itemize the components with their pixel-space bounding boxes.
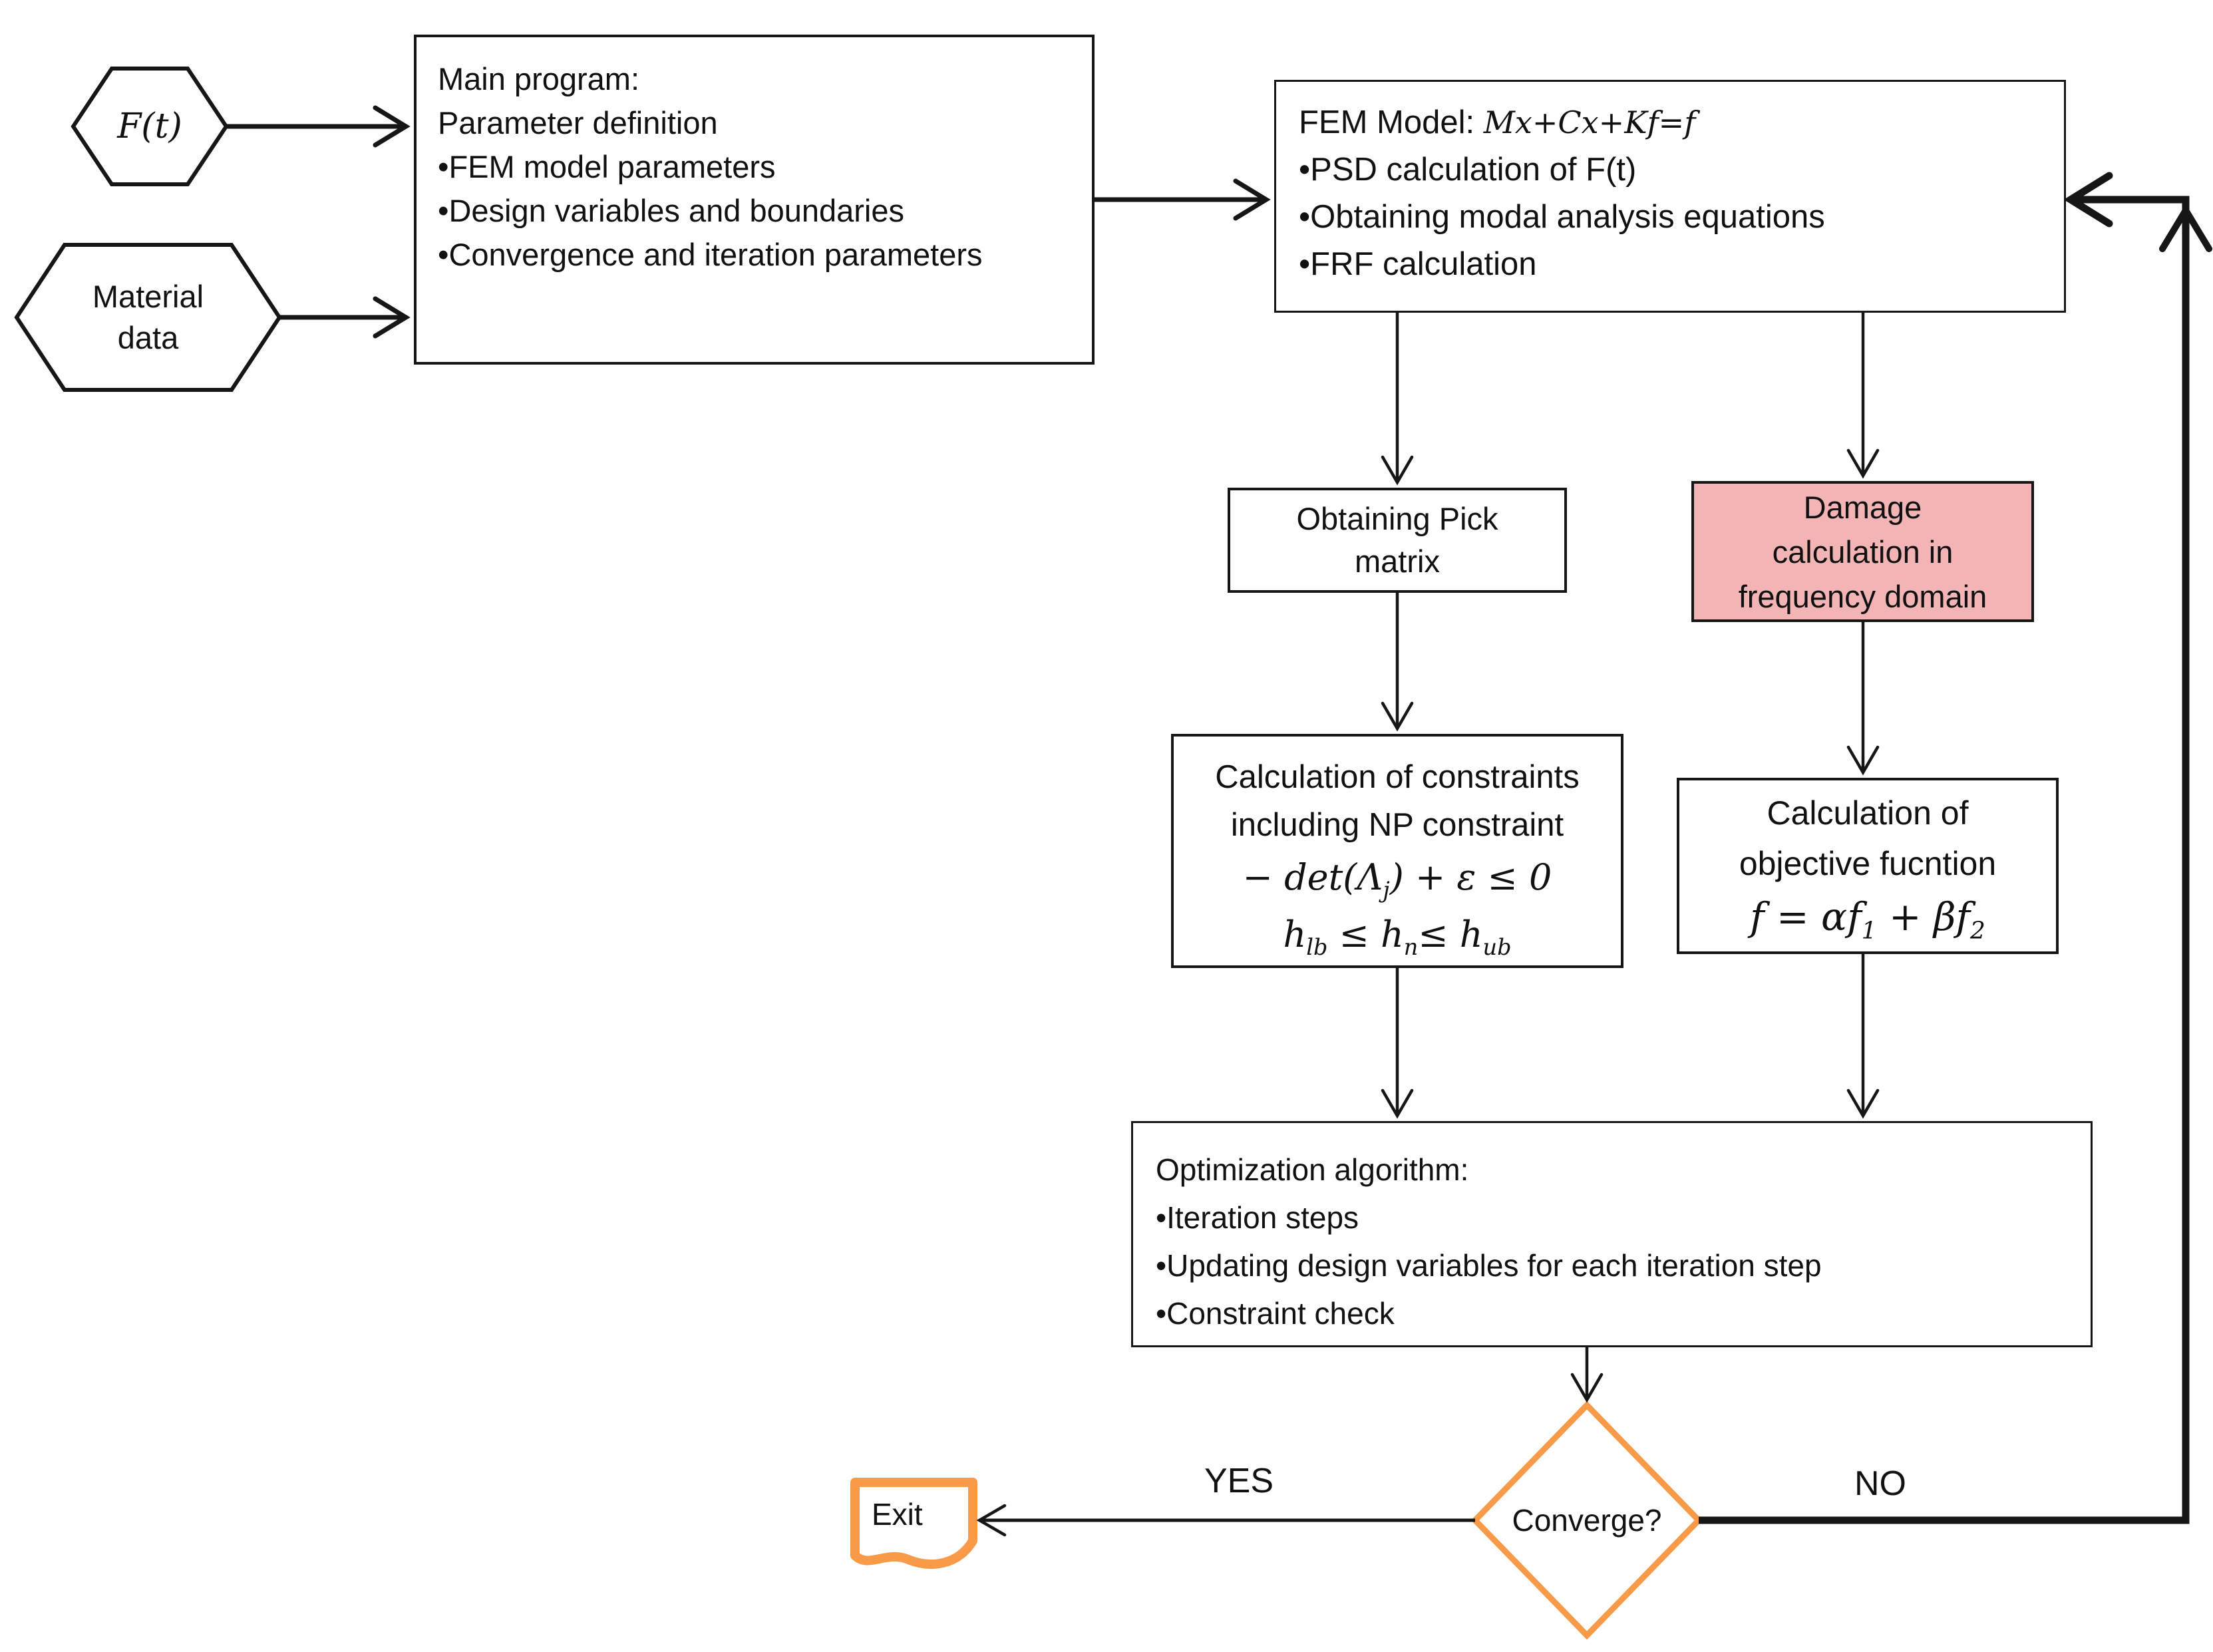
fem-model-title: FEM Model: Mx+Cx+Kf=f xyxy=(1299,99,2055,146)
formula-text: h xyxy=(1283,913,1307,955)
formula-subscript: 1 xyxy=(1861,917,1877,945)
converge-diamond xyxy=(1470,1401,1703,1640)
formula-subscript: 2 xyxy=(1970,917,1985,945)
formula-subscript: lb xyxy=(1306,933,1328,960)
formula-text: − det(Λ xyxy=(1242,856,1383,898)
fem-model-bullet: •FRF calculation xyxy=(1299,246,1537,282)
exit-shape xyxy=(850,1478,977,1569)
feedback-rail-up-arrowhead xyxy=(2159,204,2212,252)
main-program-bullet: •FEM model parameters xyxy=(438,149,776,184)
fem-model-title-text: FEM Model: xyxy=(1299,104,1484,140)
objective-line: Calculation of xyxy=(1767,794,1969,832)
formula-subscript: ub xyxy=(1482,933,1512,960)
np-constraint-formula: − det(Λj) + ε ≤ 0 xyxy=(1243,849,1552,906)
objective-function-box: Calculation of objective fucntion f = αf… xyxy=(1677,778,2059,954)
optimization-bullet: •Updating design variables for each iter… xyxy=(1156,1248,1822,1283)
material-data-line: data xyxy=(117,320,179,355)
pick-matrix-box: Obtaining Pick matrix xyxy=(1228,488,1567,593)
bounds-constraint-formula: hlb ≤ hn≤ hub xyxy=(1283,906,1511,963)
optimization-bullet: •Constraint check xyxy=(1156,1296,1395,1331)
optimization-title: Optimization algorithm: xyxy=(1156,1152,1469,1187)
damage-calculation-box: Damage calculation in frequency domain xyxy=(1691,481,2034,622)
damage-line: Damage xyxy=(1803,489,1922,525)
fem-model-bullet: •PSD calculation of F(t) xyxy=(1299,152,1637,188)
constraints-line: including NP constraint xyxy=(1230,807,1564,843)
damage-line: frequency domain xyxy=(1738,578,1987,614)
converge-decision-label: Converge? xyxy=(1512,1503,1662,1538)
main-program-subtitle: Parameter definition xyxy=(438,105,718,140)
constraints-line: Calculation of constraints xyxy=(1215,759,1580,795)
formula-subscript: j xyxy=(1383,876,1390,903)
optimization-bullet: •Iteration steps xyxy=(1156,1200,1359,1235)
formula-text: ≤ h xyxy=(1327,913,1404,955)
edge-label-no: NO xyxy=(1854,1464,1906,1503)
objective-formula: f = αf1 + βf2 xyxy=(1750,889,1985,945)
formula-subscript: n xyxy=(1403,933,1419,960)
main-program-bullet: •Design variables and boundaries xyxy=(438,193,905,228)
material-data-line: Material xyxy=(92,279,204,314)
exit-label: Exit xyxy=(872,1497,923,1532)
main-program-title: Main program: xyxy=(438,61,639,96)
formula-text: ≤ h xyxy=(1418,913,1483,955)
main-program-bullet: •Convergence and iteration parameters xyxy=(438,237,983,272)
optimization-algorithm-box: Optimization algorithm: •Iteration steps… xyxy=(1131,1121,2093,1347)
main-program-box: Main program: Parameter definition •FEM … xyxy=(414,35,1095,365)
material-data-label: Material data xyxy=(17,245,279,390)
pick-matrix-line: Obtaining Pick xyxy=(1296,501,1498,536)
formula-text: ) + ε ≤ 0 xyxy=(1389,856,1552,898)
formula-text: f = αf xyxy=(1750,894,1862,939)
ft-input-label: F(t) xyxy=(117,106,182,146)
fem-model-bullet: •Obtaining modal analysis equations xyxy=(1299,199,1825,235)
arrow-no-feedback-rail xyxy=(1699,172,2190,1524)
formula-text: + βf xyxy=(1876,894,1971,939)
edge-label-yes: YES xyxy=(1204,1462,1274,1500)
pick-matrix-line: matrix xyxy=(1355,544,1440,579)
objective-line: objective fucntion xyxy=(1739,844,1997,882)
fem-model-box: FEM Model: Mx+Cx+Kf=f •PSD calculation o… xyxy=(1274,80,2066,313)
fem-model-equation: Mx+Cx+Kf=f xyxy=(1483,104,1696,140)
damage-line: calculation in xyxy=(1772,534,1954,570)
constraints-box: Calculation of constraints including NP … xyxy=(1171,734,1623,968)
